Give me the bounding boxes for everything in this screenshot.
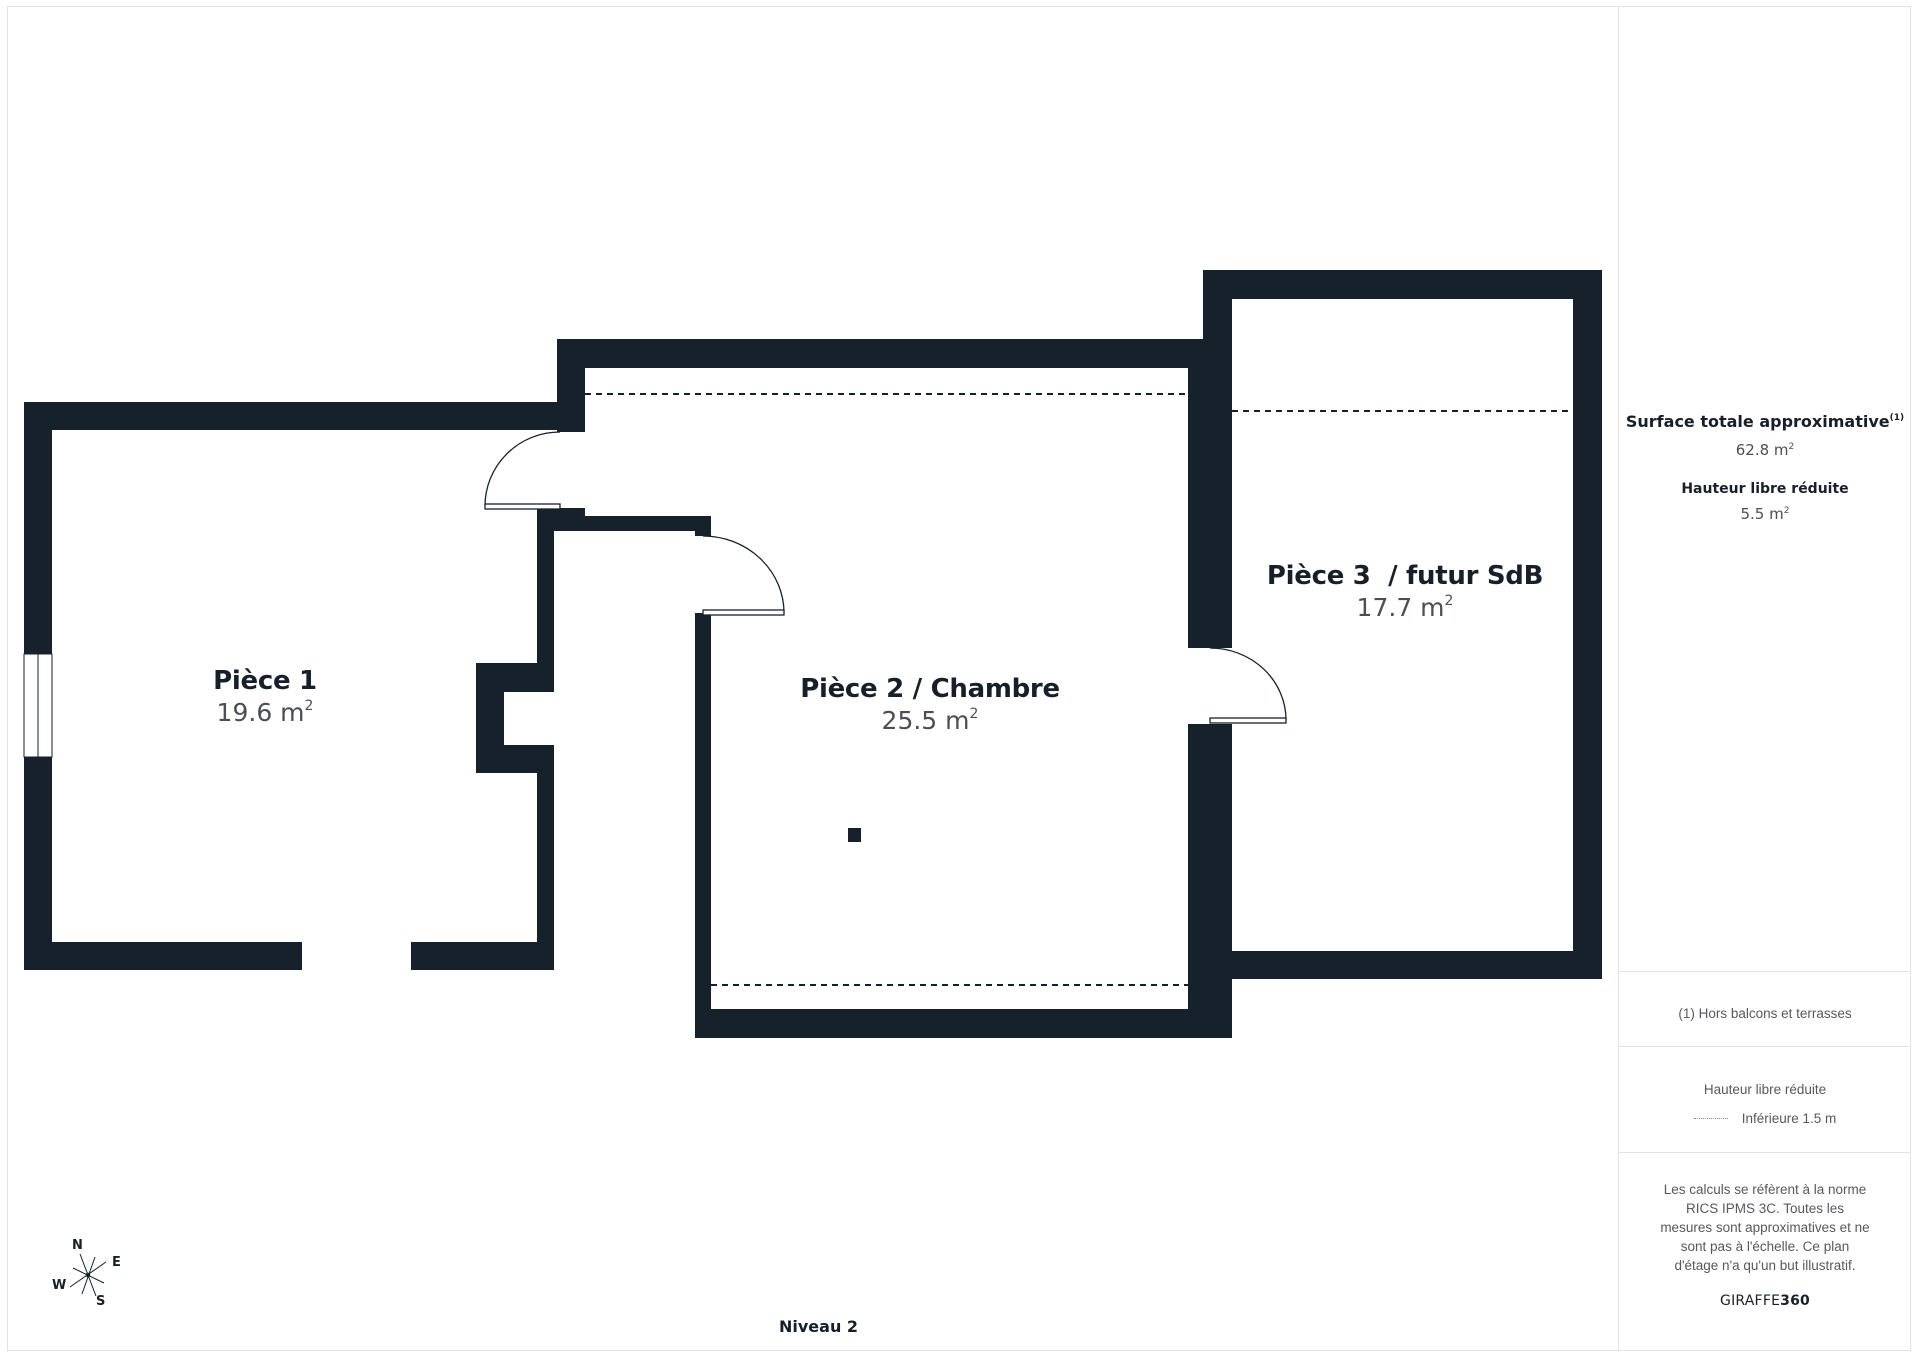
room-area: 19.6 m2: [216, 698, 314, 727]
wall-piece1-left-lower: [24, 757, 52, 970]
room-name: Pièce 1: [213, 666, 317, 696]
surface-summary: Surface totale approximative(1) 62.8 m2 …: [1619, 412, 1911, 523]
door1-leaf: [484, 503, 561, 510]
wall-piece3-bottom: [1188, 951, 1602, 979]
room-label-piece2: Pièce 2 / Chambre 25.5 m2: [800, 674, 1060, 735]
legend-section: Hauteur libre réduite Inférieure 1.5 m: [1619, 1082, 1911, 1126]
footnote-text: (1) Hors balcons et terrasses: [1678, 1006, 1852, 1021]
total-surface-title: Surface totale approximative(1): [1625, 412, 1905, 431]
total-surface-value: 62.8 m2: [1735, 441, 1795, 459]
brand-logo: GIRAFFE360: [1720, 1293, 1810, 1309]
door3-swing: [1209, 647, 1287, 721]
panel-divider: [1619, 1152, 1911, 1153]
wall-corridor-top: [537, 516, 711, 531]
disclaimer-section: Les calculs se réfèrent à la norme RICS …: [1619, 1180, 1911, 1309]
room-label-piece1: Pièce 1 19.6 m2: [213, 666, 317, 727]
legend-title: Hauteur libre réduite: [1703, 1082, 1827, 1097]
info-panel: Surface totale approximative(1) 62.8 m2 …: [1618, 6, 1911, 1351]
doors: [484, 431, 1287, 724]
legend-item: Inférieure 1.5 m: [1741, 1111, 1837, 1126]
wall-piece1-top: [24, 402, 557, 430]
room-area: 25.5 m2: [881, 706, 979, 735]
room-name: Pièce 2 / Chambre: [800, 674, 1060, 704]
wall-piece1-bottom-right: [411, 942, 554, 970]
compass-icon: [69, 1253, 107, 1297]
walls: [24, 270, 1602, 1038]
panel-divider: [1619, 971, 1911, 972]
floor-plan-drawing: [23, 270, 1602, 1297]
room-area: 17.7 m2: [1356, 593, 1454, 622]
compass-e: E: [112, 1255, 121, 1270]
disclaimer-text: Les calculs se réfèrent à la norme RICS …: [1660, 1182, 1870, 1273]
wall-piece2-bottom: [695, 1009, 1216, 1038]
room-label-piece3: Pièce 3 / futur SdB 17.7 m2: [1266, 561, 1544, 622]
floor-plan: N E W S Pièce 1 19.6 m2 Pièce 2 / Chambr…: [23, 270, 1602, 1336]
compass-n: N: [72, 1238, 83, 1253]
reduced-height-lines: [585, 393, 1573, 986]
wall-piece1-right-upper: [537, 508, 554, 663]
compass-w: W: [52, 1278, 67, 1293]
door2-swing: [702, 535, 785, 614]
door3-leaf: [1209, 717, 1287, 724]
dotted-line-icon: [1693, 1118, 1728, 1119]
wall-piece2-top: [557, 339, 1232, 368]
wall-door2-jamb: [695, 516, 711, 536]
reduced-height-value: 5.5 m2: [1740, 505, 1790, 523]
door1-swing: [484, 431, 561, 507]
wall-piece3-right: [1573, 270, 1602, 979]
wall-piece1-bottom-left: [24, 942, 302, 970]
wall-piece3-top: [1203, 270, 1602, 299]
compass-s: S: [96, 1294, 106, 1309]
reduced-height-title: Hauteur libre réduite: [1681, 481, 1849, 497]
panel-divider: [1619, 1046, 1911, 1047]
wall-piece2-left: [695, 613, 711, 1038]
wall-piece2-right-lower: [1188, 724, 1216, 1038]
wall-piece1-left-upper: [24, 402, 52, 654]
pillar: [848, 828, 861, 842]
level-label: Niveau 2: [779, 1317, 859, 1336]
wall-piece1-right-lower: [537, 745, 554, 970]
wall-piece3-left-upper: [1203, 270, 1232, 648]
page-frame: [7, 6, 1911, 1351]
footnote-section: (1) Hors balcons et terrasses: [1619, 1006, 1911, 1021]
window: [23, 653, 53, 758]
legend-row: Inférieure 1.5 m: [1619, 1111, 1911, 1126]
door2-leaf: [702, 609, 785, 616]
room-name: Pièce 3 / futur SdB: [1266, 561, 1544, 591]
